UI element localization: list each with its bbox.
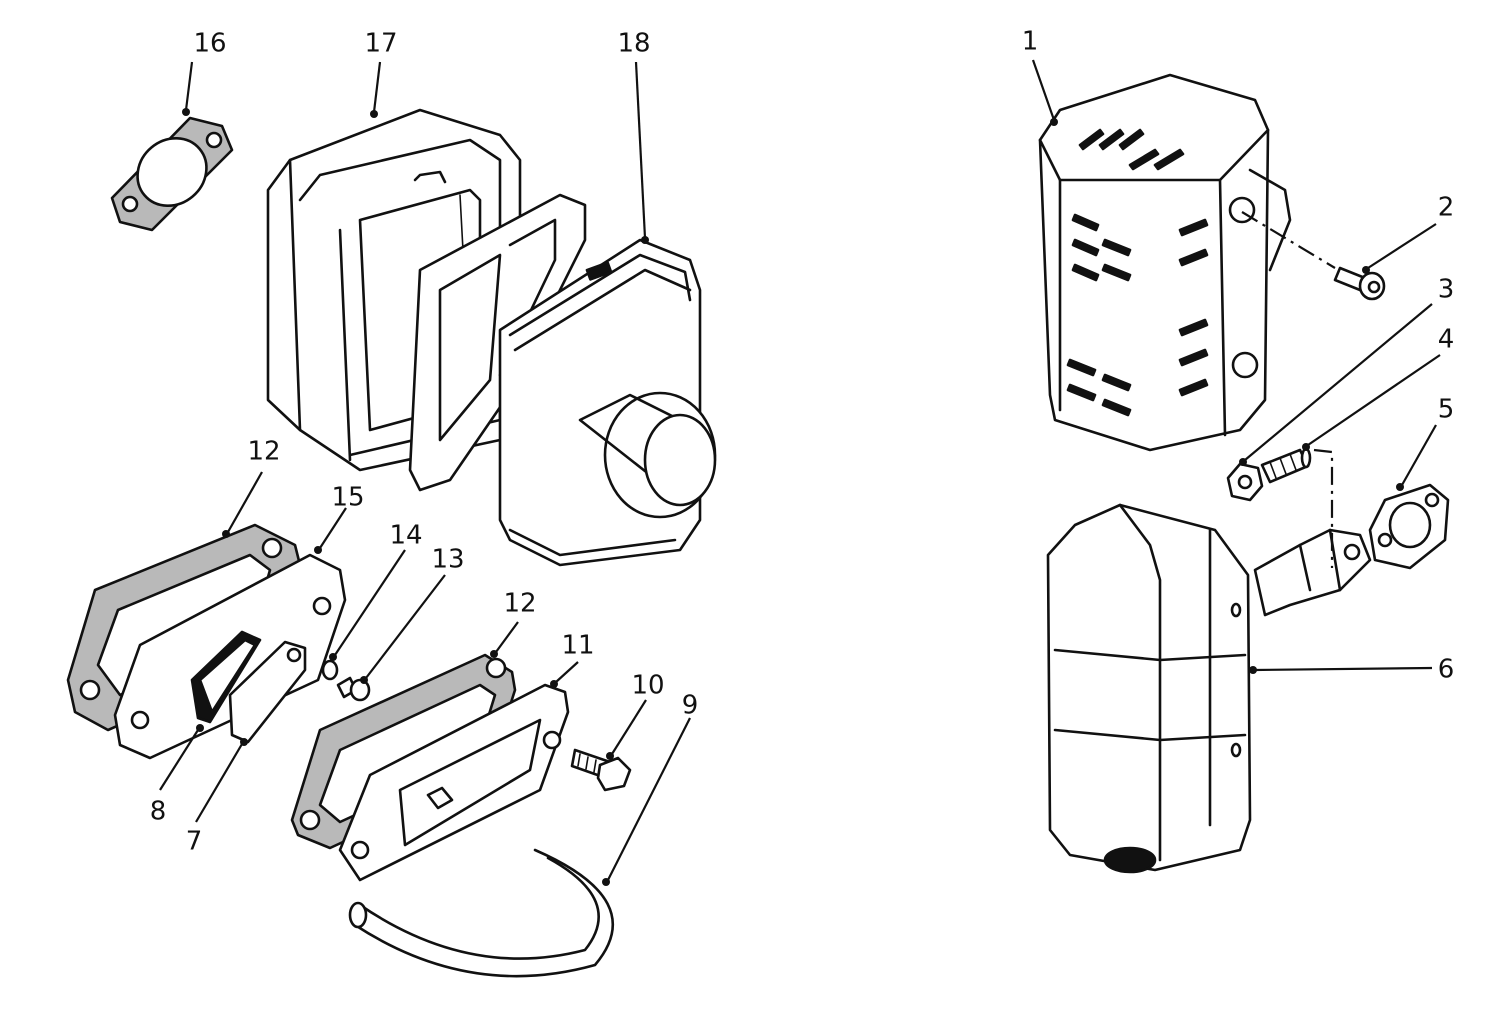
part-14-washer [321,659,339,681]
part-5-gasket [1368,483,1450,570]
part-16-gasket [110,116,234,232]
callout-10: 10 [631,671,664,701]
leader-lines [159,59,1441,886]
callout-17: 17 [364,29,397,59]
part-3-nut [1226,462,1264,502]
callout-11: 11 [561,631,594,661]
part-10-bolt [570,748,632,792]
callout-8: 8 [150,797,167,827]
part-1-muffler-cover [1038,73,1292,452]
callout-3: 3 [1438,275,1455,305]
callout-12-upper: 12 [247,437,280,467]
callout-6: 6 [1438,655,1455,685]
callout-4: 4 [1438,325,1455,355]
part-7-valve-plate [228,640,307,744]
part-8-reed [190,630,262,724]
callout-12-lower: 12 [503,589,536,619]
callout-2: 2 [1438,193,1455,223]
part-2-screw [1333,266,1386,301]
part-9-hose [348,848,614,978]
part-11-breather-cover [338,683,570,882]
callout-9: 9 [682,691,699,721]
part-18-air-cleaner-element [498,238,717,567]
callout-14: 14 [389,521,422,551]
callout-13: 13 [431,545,464,575]
callout-1: 1 [1022,27,1039,57]
callout-15: 15 [331,483,364,513]
callout-7: 7 [186,827,203,857]
callout-labels: 16 17 18 1 2 3 4 5 6 12 15 14 13 12 11 1… [150,27,1455,857]
part-6-muffler [1046,503,1372,874]
part-4-stud [1260,447,1312,484]
callout-18: 18 [617,29,650,59]
callout-16: 16 [193,29,226,59]
callout-5: 5 [1438,395,1455,425]
